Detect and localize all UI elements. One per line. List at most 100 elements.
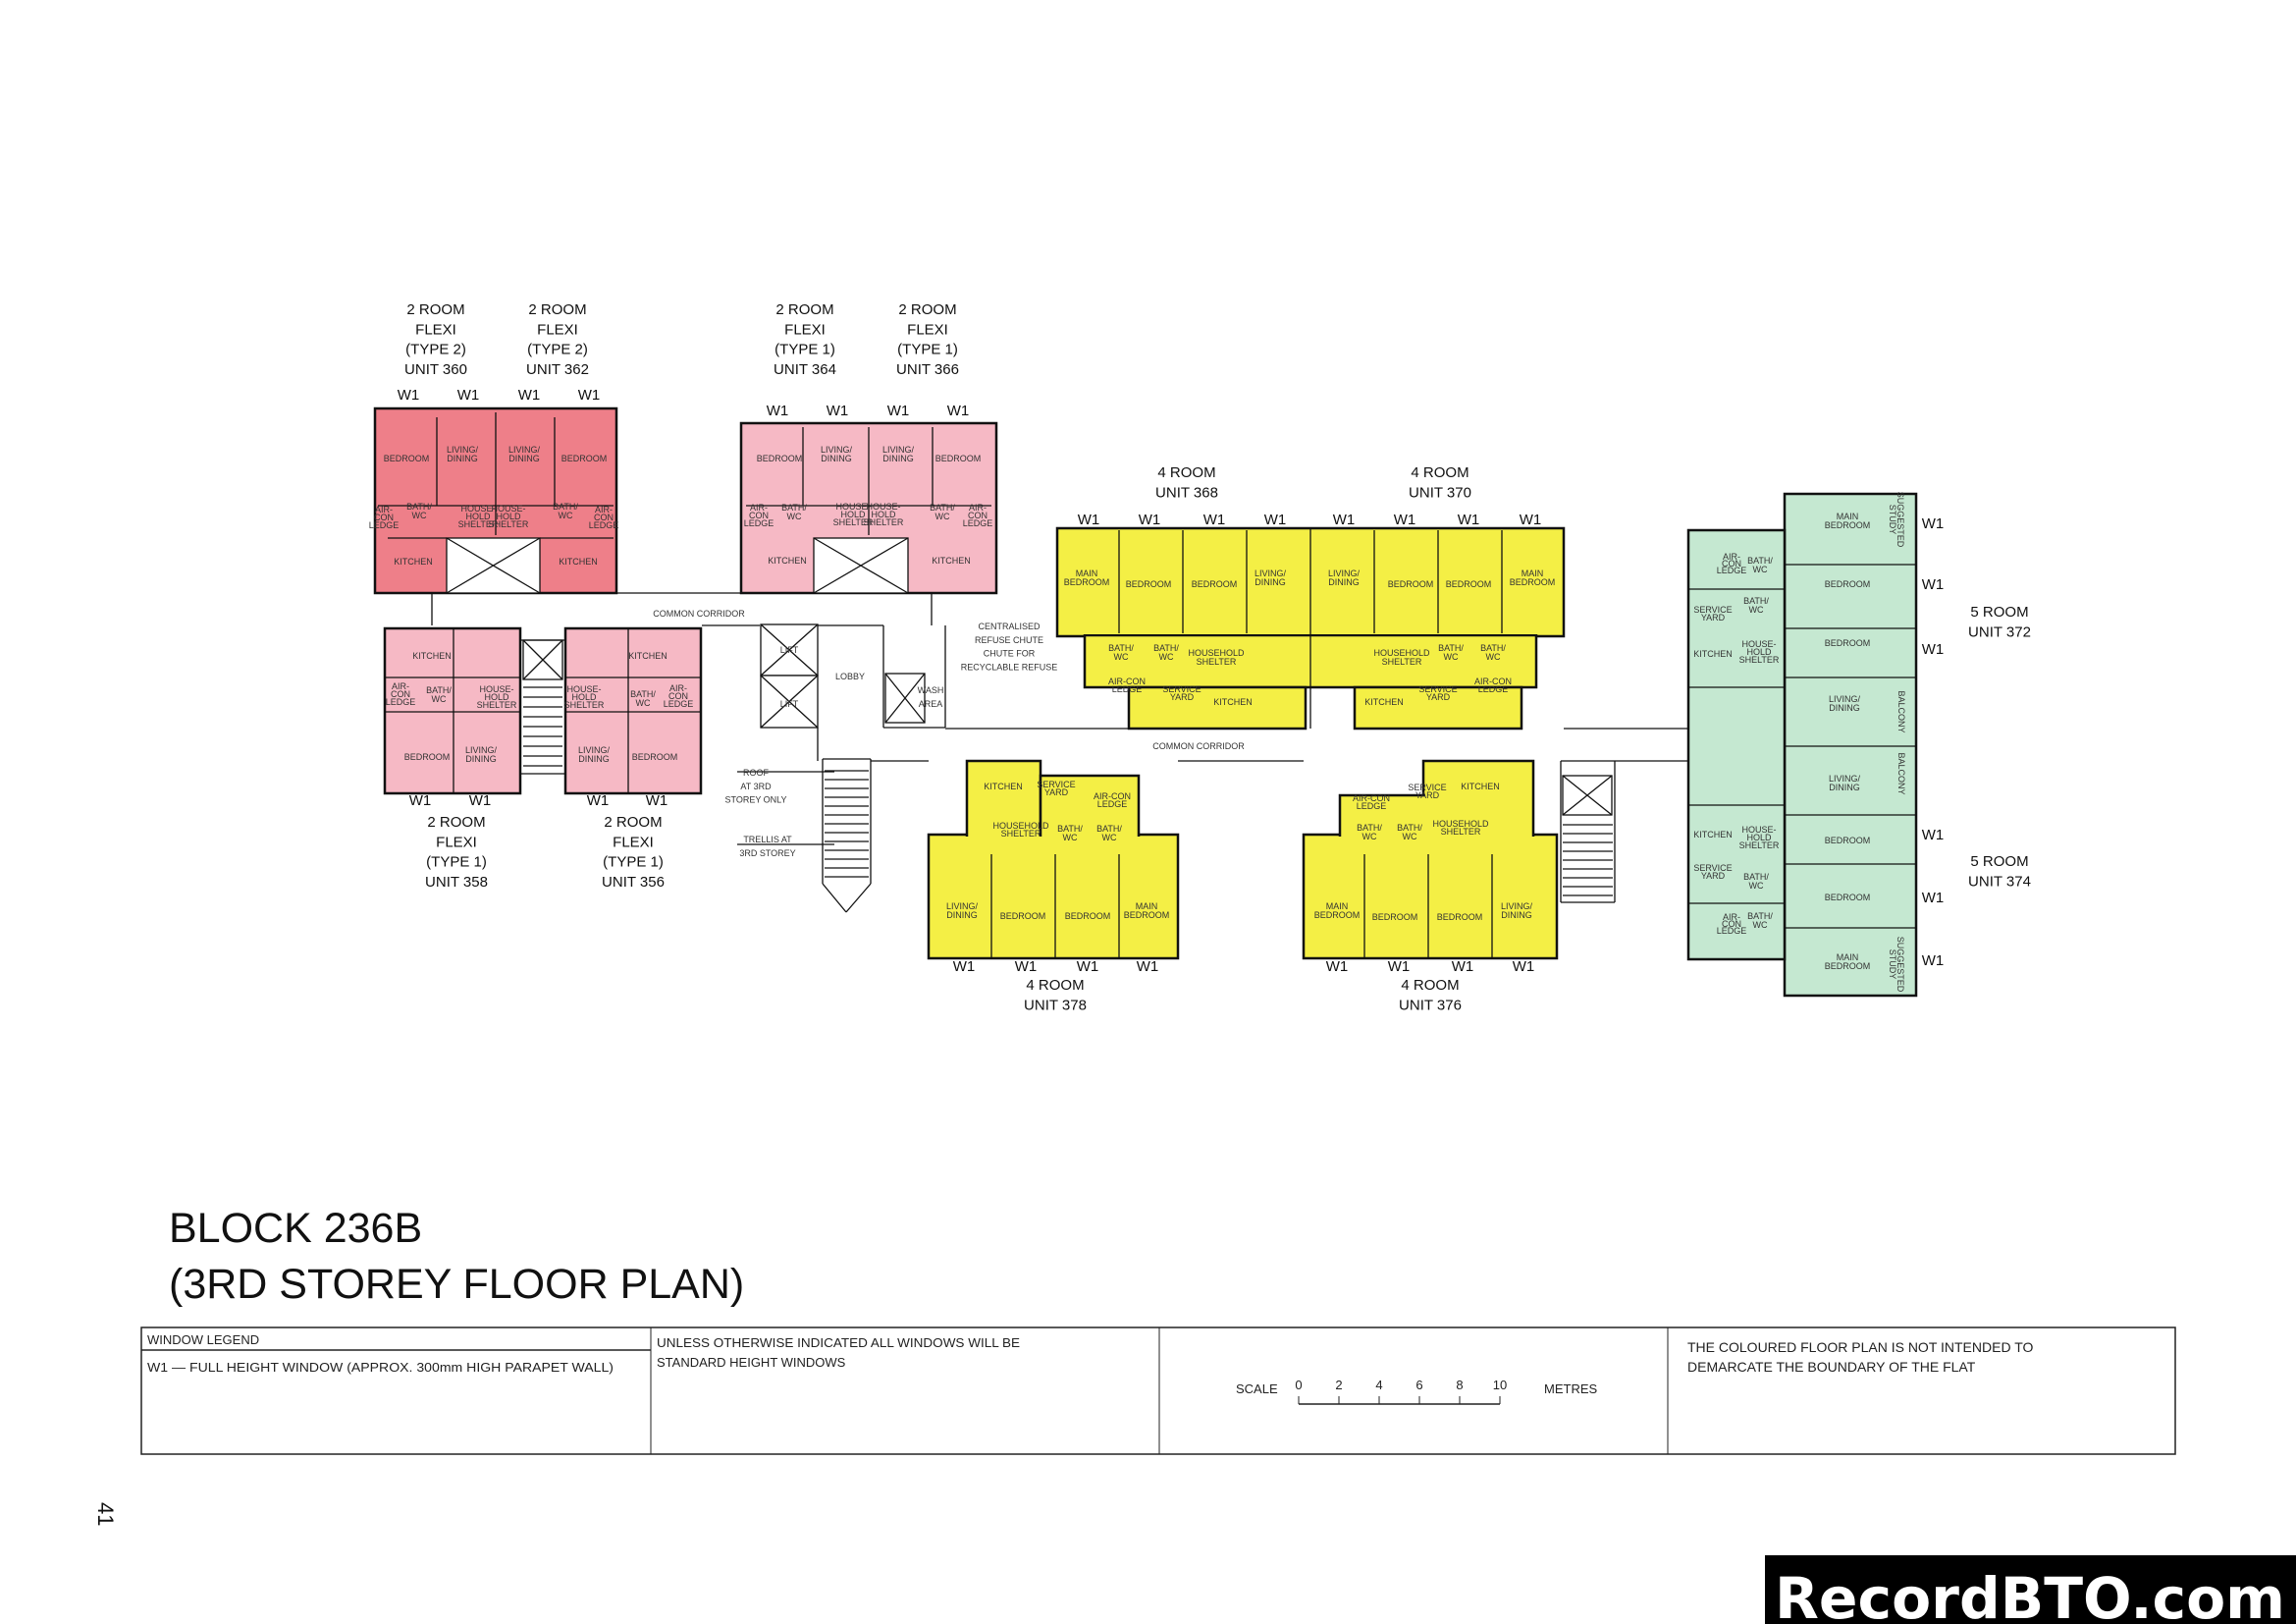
room-label-living-line: DINING — [821, 454, 852, 463]
room-label-living: LIVING/DINING — [1328, 568, 1361, 587]
window-tag-w1: W1 — [398, 387, 420, 404]
window-tag-w1: W1 — [646, 792, 668, 809]
room-label-living-line: LIVING/ — [1328, 568, 1361, 578]
unit-label-u366-line: UNIT 366 — [896, 361, 959, 378]
unit-378-fill — [1042, 778, 1137, 838]
unit-label-u368-line: 4 ROOM — [1157, 464, 1215, 481]
room-label-shelter-line: SHELTER — [1739, 840, 1780, 850]
room-label-living-line: DINING — [465, 754, 497, 764]
room-label-bedroom: BEDROOM — [1192, 579, 1238, 589]
wall-line — [822, 883, 847, 913]
window-tag-w1: W1 — [1458, 512, 1480, 528]
room-label-bath-line: WC — [1749, 605, 1764, 615]
unit-label-u372-line: UNIT 372 — [1968, 623, 2031, 640]
window-tag-w1: W1 — [1922, 641, 1945, 658]
window-tag-w1: W1 — [587, 792, 610, 809]
room-label-shelter2-line: HOUSEHOLD — [992, 821, 1049, 831]
window-tag-w1: W1 — [1326, 958, 1349, 975]
room-label-aircon-line: LEDGE — [589, 520, 619, 530]
room-label-living: LIVING/DINING — [946, 901, 979, 920]
room-label-shelter-line: SHELTER — [489, 519, 529, 529]
room-label-shelter-line: SHELTER — [477, 700, 517, 710]
window-tag-w1: W1 — [1922, 515, 1945, 532]
shaft-cross — [446, 537, 541, 594]
room-label-shelter-line: SHELTER — [564, 700, 605, 710]
room-label-shelter-line: HOUSE- — [479, 684, 513, 694]
room-label-bedroom-line: BEDROOM — [632, 752, 678, 762]
room-label-bedroom-line: BEDROOM — [1825, 836, 1871, 845]
room-label-living: LIVING/DINING — [1829, 774, 1861, 792]
room-label-living-line: LIVING/ — [1829, 774, 1861, 784]
room-label-kitchen: KITCHEN — [394, 557, 433, 567]
room-label-study-line: STUDY — [1888, 949, 1897, 980]
unit-label-u366-line: (TYPE 1) — [897, 342, 958, 358]
unit-label-u376-line: UNIT 376 — [1399, 997, 1462, 1013]
room-label-aircon2-line: LEDGE — [1097, 799, 1128, 809]
room-label-shelter-line: SHELTER — [833, 517, 874, 527]
unit-376-fill — [1425, 763, 1531, 838]
room-label-bath: BATH/WC — [1096, 824, 1122, 842]
unit-label-u378-line: 4 ROOM — [1026, 977, 1084, 994]
room-label-bedroom: BEDROOM — [935, 454, 982, 463]
unit-356-fill — [567, 630, 699, 791]
room-label-bedroom-line: BEDROOM — [1437, 912, 1483, 922]
room-label-bedroom-line: BEDROOM — [1126, 579, 1172, 589]
room-label-bedroom: BEDROOM — [384, 454, 430, 463]
room-label-aircon-line: CON — [1722, 559, 1741, 568]
room-label-bath: BATH/WC — [426, 685, 452, 704]
room-label-bath-line: BATH/ — [930, 503, 955, 513]
room-label-bath-line: WC — [1114, 652, 1129, 662]
room-label-main-bedroom-line: BEDROOM — [1064, 577, 1110, 587]
unit-372-374-fill — [1690, 532, 1783, 957]
room-label-bedroom: BEDROOM — [561, 454, 608, 463]
room-label-living-line: LIVING/ — [882, 445, 915, 455]
room-label-aircon-line: CON — [391, 689, 410, 699]
room-label-shelter-line: HOUSE- — [491, 504, 525, 514]
window-tag-w1: W1 — [887, 403, 910, 419]
unit-376-fill — [1306, 837, 1555, 956]
room-label-bedroom: BEDROOM — [1825, 893, 1871, 902]
room-label-kitchen: KITCHEN — [1693, 830, 1733, 839]
unit-label-u356-line: 2 ROOM — [604, 814, 662, 831]
room-label-living: LIVING/DINING — [508, 445, 541, 463]
annotation-refuse-line: CENTRALISED — [978, 622, 1041, 631]
room-label-main-bedroom-line: BEDROOM — [1825, 520, 1871, 530]
window-tag-w1: W1 — [1513, 958, 1535, 975]
window-tag-w1: W1 — [953, 958, 976, 975]
room-label-living-line: DINING — [1328, 577, 1360, 587]
room-label-aircon-line: CON — [749, 511, 769, 520]
room-label-aircon2-line: AIR-CON — [1094, 791, 1131, 801]
unit-label-u370-line: UNIT 370 — [1409, 484, 1471, 501]
unit-label-u358-line: (TYPE 1) — [426, 854, 487, 871]
room-label-aircon-line: CON — [594, 513, 614, 522]
room-label-living-line: DINING — [1829, 783, 1860, 792]
room-label-service-yard-line: YARD — [1044, 787, 1069, 797]
unit-label-u356-line: (TYPE 1) — [603, 854, 664, 871]
scale-tick-label: 10 — [1493, 1378, 1507, 1392]
window-tag-w1: W1 — [409, 792, 432, 809]
room-label-bath-line: BATH/ — [1743, 872, 1769, 882]
room-label-bath-line: BATH/ — [1357, 823, 1382, 833]
unit-label-u358-line: UNIT 358 — [425, 874, 488, 891]
unit-label-u374-line: UNIT 374 — [1968, 873, 2031, 890]
room-label-shelter-line: HOLD — [871, 510, 896, 519]
room-label-bath-line: WC — [636, 698, 651, 708]
unit-label-u360-line: (TYPE 2) — [405, 342, 466, 358]
room-label-bedroom: BEDROOM — [1126, 579, 1172, 589]
watermark: RecordBTO.com — [1765, 1555, 2296, 1624]
room-label-service-yard-line: SERVICE — [1693, 605, 1732, 615]
window-tag-w1: W1 — [1078, 512, 1100, 528]
